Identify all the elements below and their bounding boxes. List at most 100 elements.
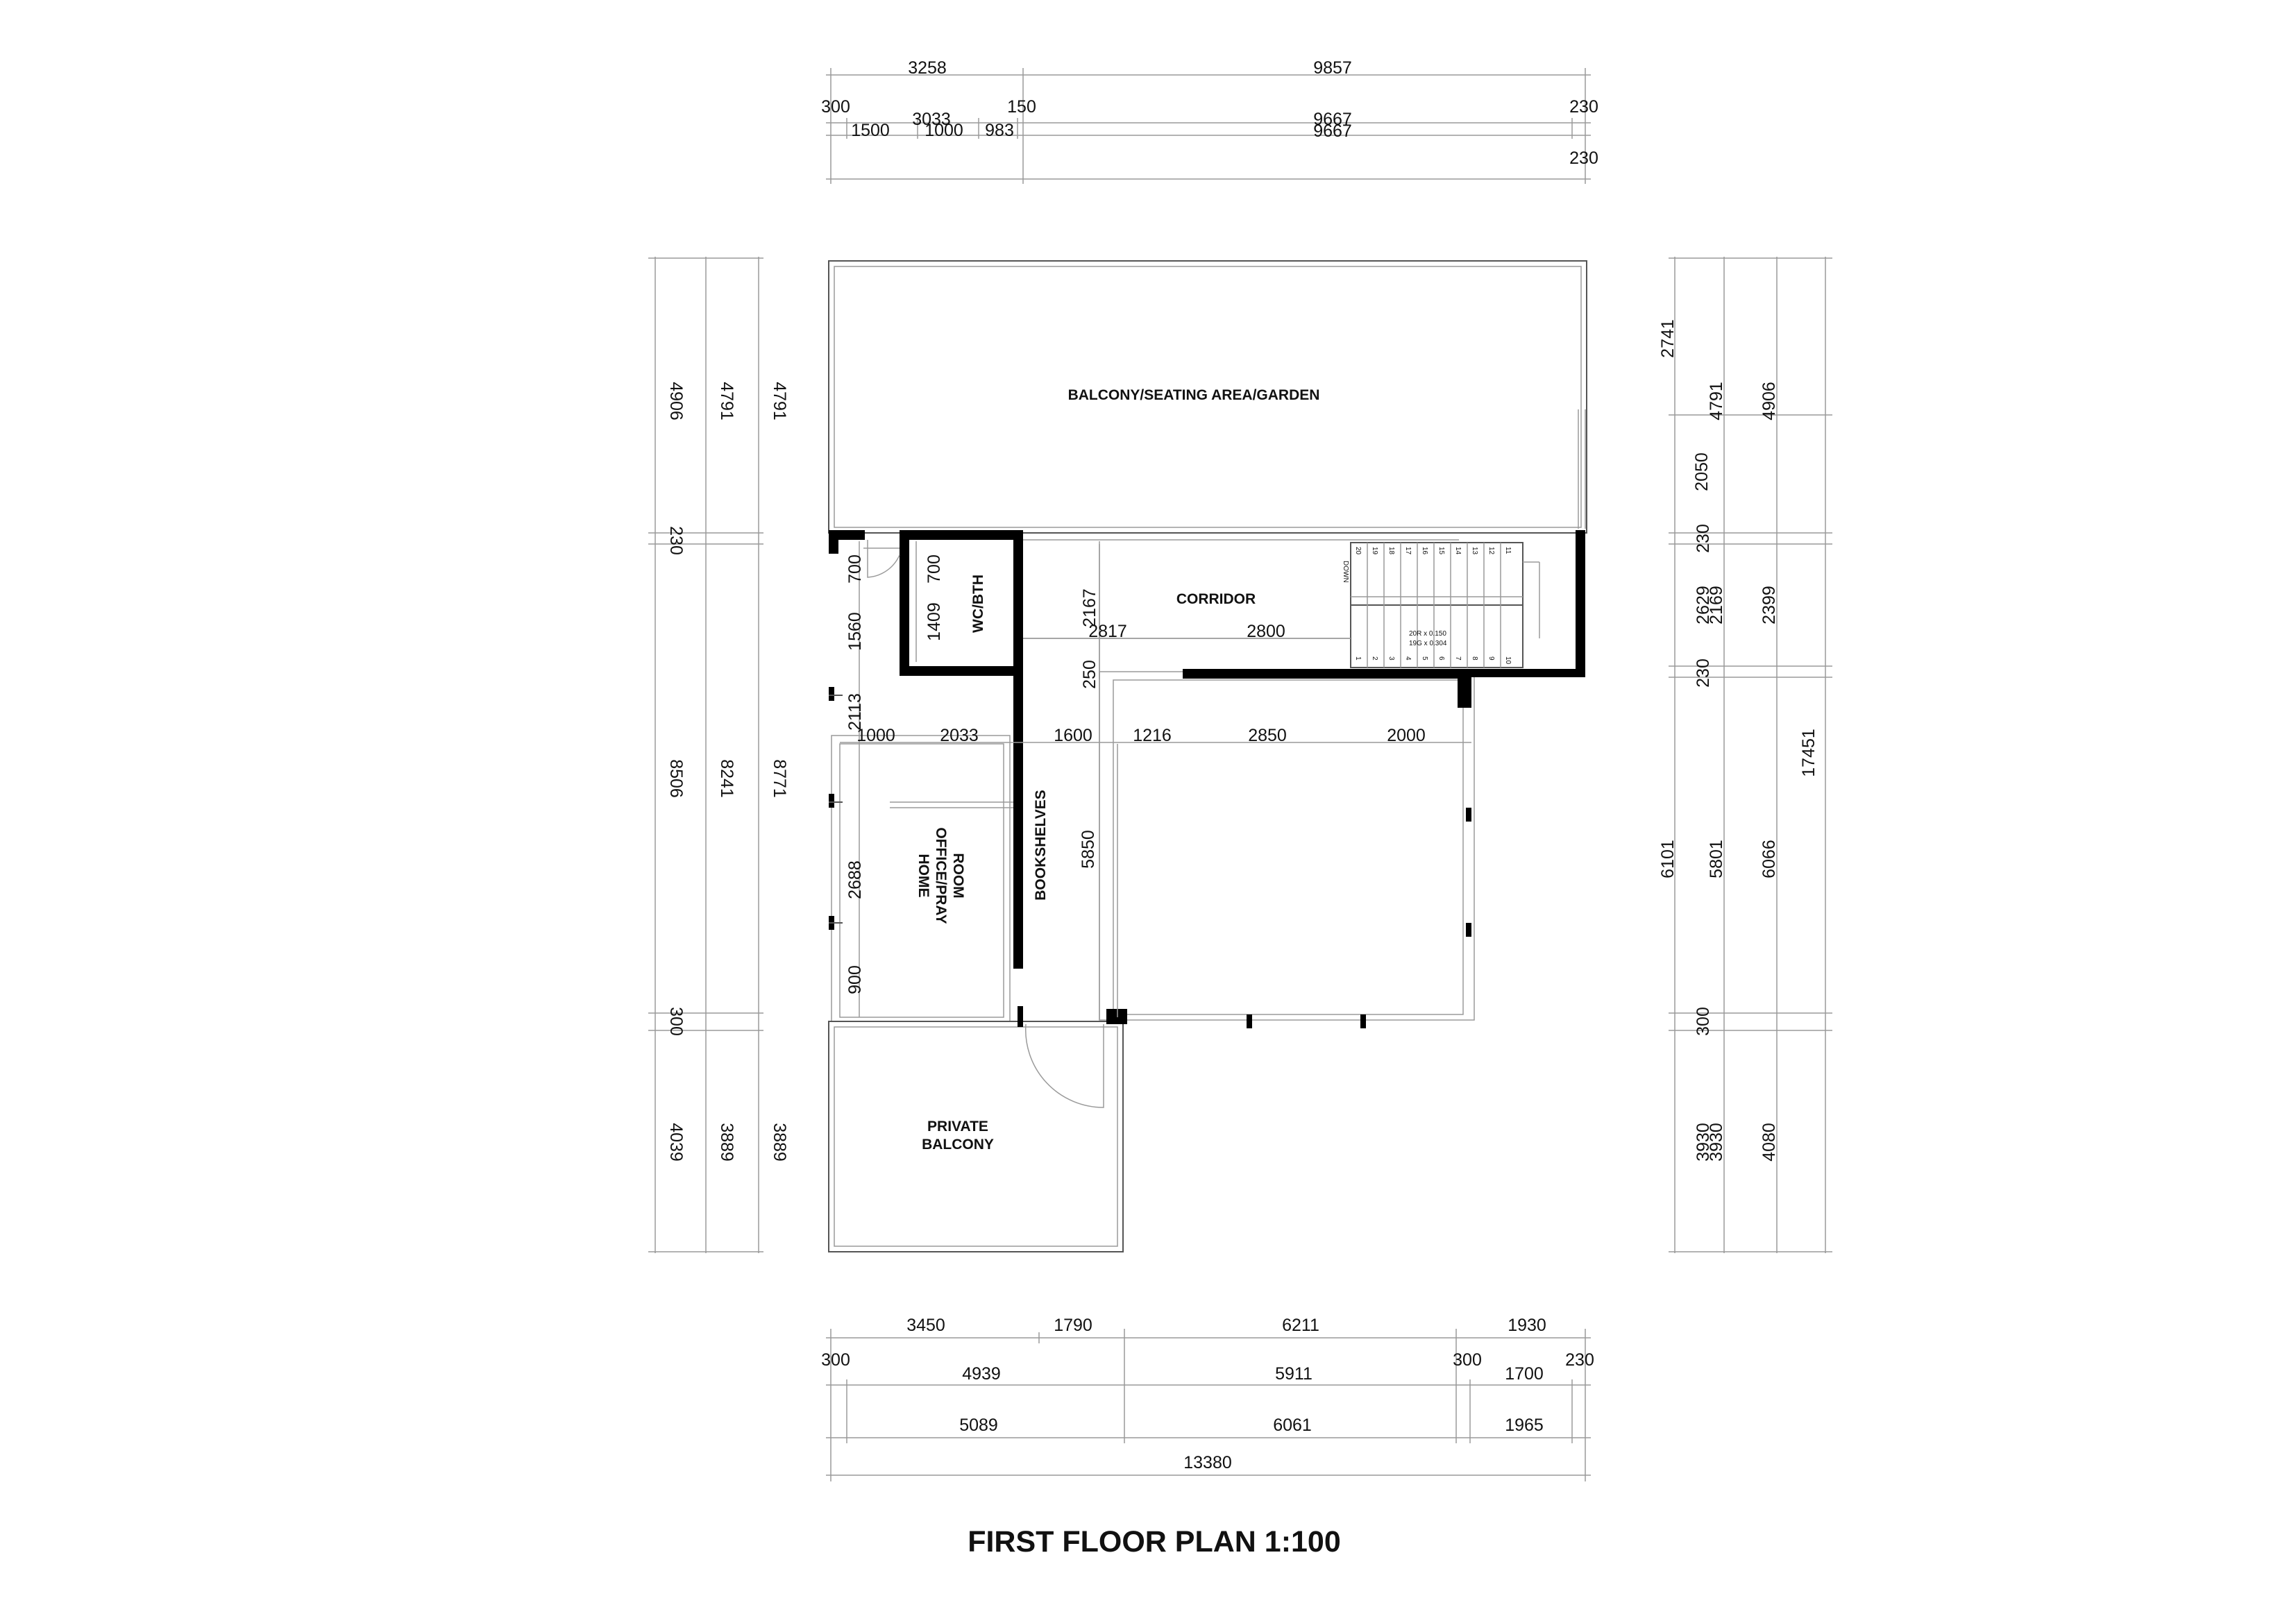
bottom-dim-label: 1965 xyxy=(1505,1416,1544,1435)
left-dim-label: 4791 xyxy=(770,382,789,420)
bottom-dim-label: 4939 xyxy=(962,1364,1001,1384)
right-dim-label: 3930 xyxy=(1707,1123,1726,1162)
top-dim-label: 3258 xyxy=(908,58,947,78)
wall-stair-bottom xyxy=(1458,669,1585,677)
room-label-private-balcony: PRIVATE xyxy=(927,1119,988,1135)
left-dimension-chains: 4906 230 8506 300 4039 4791 8241 3889 47… xyxy=(648,257,789,1253)
balcony-door-swing xyxy=(1024,1023,1104,1108)
stair-step-number: 6 xyxy=(1437,656,1445,661)
interior-dim-label: 5850 xyxy=(1079,830,1098,869)
top-dim-label: 1000 xyxy=(925,121,963,140)
interior-dim-label: 2113 xyxy=(845,693,865,731)
room-labels: BALCONY/SEATING AREA/GARDEN CORRIDOR WC/… xyxy=(915,387,1319,1153)
top-dim-label: 230 xyxy=(1569,148,1598,168)
left-dim-label: 4906 xyxy=(666,382,686,420)
bottom-dim-label: 1700 xyxy=(1505,1364,1544,1384)
room-label-corridor: CORRIDOR xyxy=(1176,591,1256,607)
right-dim-label: 5801 xyxy=(1707,840,1726,878)
right-dim-label: 2399 xyxy=(1759,586,1779,624)
left-dim-label: 3889 xyxy=(770,1123,789,1162)
interior-dim-label: 900 xyxy=(845,965,865,994)
right-dim-label: 2169 xyxy=(1707,586,1726,624)
bottom-dim-label: 1930 xyxy=(1508,1316,1546,1335)
stair-step-number: 20 xyxy=(1354,547,1362,555)
wall-stub xyxy=(1458,669,1471,708)
right-dim-label: 6101 xyxy=(1658,840,1678,878)
stair-spec-label: 19G x 0.304 xyxy=(1409,640,1447,647)
walls xyxy=(829,530,1585,1028)
top-dim-label: 9667 xyxy=(1313,121,1352,141)
interior-dim-label: 2688 xyxy=(845,860,865,899)
right-dim-label: 230 xyxy=(1694,658,1713,688)
left-dim-label: 3889 xyxy=(717,1123,736,1162)
left-dim-label: 8506 xyxy=(666,759,686,798)
top-dim-label: 983 xyxy=(985,121,1014,140)
interior-dimensions: 700 700 1560 1409 2167 2817 2800 250 211… xyxy=(845,554,1426,994)
top-dim-label: 230 xyxy=(1569,97,1598,117)
room-label-office: HOME xyxy=(915,854,931,898)
interior-dim-label: 1600 xyxy=(1054,726,1092,745)
bottom-dim-label: 5089 xyxy=(959,1416,998,1435)
bottom-dim-label: 300 xyxy=(821,1350,850,1370)
wc-door-swing xyxy=(867,540,900,578)
stair-step-number: 12 xyxy=(1487,547,1495,555)
room-label-office: OFFICE/PRAY xyxy=(933,827,949,924)
left-dim-label: 8771 xyxy=(770,759,789,798)
left-dim-label: 230 xyxy=(666,526,686,555)
bottom-dim-label: 6211 xyxy=(1282,1316,1319,1335)
interior-dim-label: 700 xyxy=(925,554,944,584)
stair-step-number: 10 xyxy=(1504,656,1512,665)
interior-dim-label: 700 xyxy=(845,554,865,584)
right-dim-label: 300 xyxy=(1694,1007,1713,1036)
room-label-private-balcony: BALCONY xyxy=(922,1137,994,1153)
right-dim-label: 4791 xyxy=(1707,382,1726,420)
bottom-dim-label: 3450 xyxy=(906,1316,945,1335)
stair-step-number: 4 xyxy=(1404,656,1412,661)
bottom-dim-label: 1790 xyxy=(1054,1316,1092,1335)
interior-dim-label: 1409 xyxy=(925,602,944,641)
right-dim-label: 2050 xyxy=(1692,452,1712,491)
stair-step-number: 18 xyxy=(1387,547,1395,555)
right-dim-label: 2629 xyxy=(1694,586,1713,624)
wall-column xyxy=(1106,1009,1127,1024)
left-dim-label: 4039 xyxy=(666,1123,686,1162)
left-dim-label: 8241 xyxy=(717,759,736,798)
interior-dim-label: 1560 xyxy=(845,612,865,651)
stair-step-number: 7 xyxy=(1454,656,1462,661)
stair-step-number: 9 xyxy=(1487,656,1495,661)
interior-dim-label: 2817 xyxy=(1088,622,1127,641)
stair-spec-label: 20R x 0.150 xyxy=(1409,630,1446,638)
room-label-bookshelves: BOOKSHELVES xyxy=(1033,790,1049,900)
top-dim-label: 300 xyxy=(821,97,850,117)
top-dimension-chains: 3258 9857 300 3033 150 9667 230 1500 100… xyxy=(821,58,1598,184)
stair-step-number: 11 xyxy=(1504,547,1512,554)
wall-column-left xyxy=(1018,1006,1023,1027)
stair-step-number: 5 xyxy=(1421,656,1428,661)
top-dim-label: 150 xyxy=(1007,97,1036,117)
interior-dim-label: 2033 xyxy=(940,726,979,745)
right-dim-label: 17451 xyxy=(1799,729,1818,777)
wall-left xyxy=(829,530,838,554)
right-dimension-chains: 2741 2050 230 2629 230 6101 300 3930 479… xyxy=(1658,257,1832,1253)
top-dim-label: 9857 xyxy=(1313,58,1352,78)
wall-wc-left xyxy=(900,530,909,676)
stair: DOWN 20R x 0.150 19G x 0.304 20 19 18 17… xyxy=(1342,542,1540,668)
wall-bookshelf xyxy=(1013,530,1023,969)
stair-step-number: 14 xyxy=(1454,547,1462,555)
stair-step-number: 1 xyxy=(1354,656,1362,661)
stair-step-number: 13 xyxy=(1471,547,1478,555)
interior-dim-label: 2850 xyxy=(1248,726,1287,745)
right-dim-label: 230 xyxy=(1694,524,1713,553)
room-label-balcony-garden: BALCONY/SEATING AREA/GARDEN xyxy=(1068,387,1320,403)
room-label-wc: WC/BTH xyxy=(970,575,986,633)
bottom-dim-label: 13380 xyxy=(1183,1453,1232,1472)
stair-step-number: 16 xyxy=(1421,547,1428,555)
bottom-dim-label: 300 xyxy=(1453,1350,1482,1370)
building-outline xyxy=(828,260,1587,1252)
right-dim-label: 3930 xyxy=(1694,1123,1713,1162)
top-dim-label: 3033 xyxy=(912,110,951,129)
stair-step-number: 19 xyxy=(1371,547,1378,555)
stair-step-number: 3 xyxy=(1387,656,1395,661)
right-dim-label: 6066 xyxy=(1759,840,1779,878)
